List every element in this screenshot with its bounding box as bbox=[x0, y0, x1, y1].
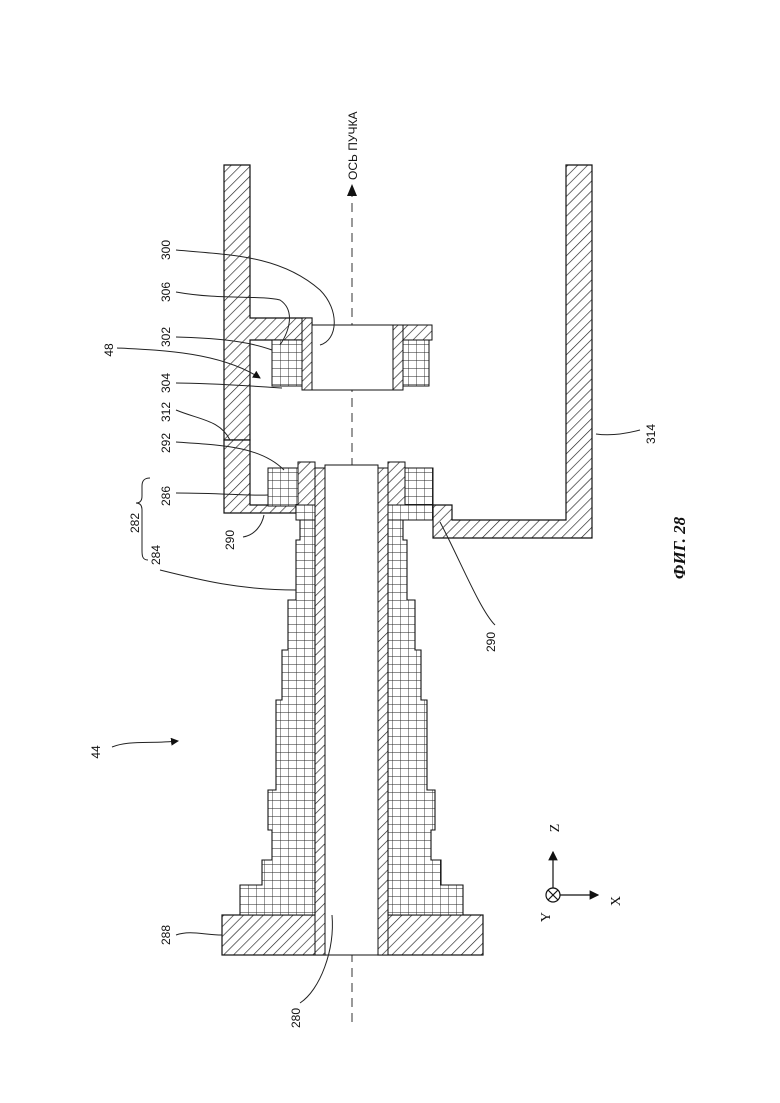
label-280: 280 bbox=[289, 1008, 303, 1028]
axis-label-z: Z bbox=[548, 824, 563, 833]
figure-caption: ФИГ. 28 bbox=[670, 516, 689, 579]
label-292: 292 bbox=[159, 433, 173, 453]
beam-axis-label: ОСЬ ПУЧКА bbox=[346, 112, 360, 180]
label-306: 306 bbox=[159, 282, 173, 302]
label-290-upper: 290 bbox=[223, 530, 237, 550]
label-300: 300 bbox=[159, 240, 173, 260]
axis-label-y: Y bbox=[539, 912, 554, 922]
label-312: 312 bbox=[159, 402, 173, 422]
inner-tube bbox=[315, 465, 388, 955]
label-288: 288 bbox=[159, 925, 173, 945]
label-48: 48 bbox=[102, 343, 116, 357]
label-286: 286 bbox=[159, 486, 173, 506]
right-housing bbox=[433, 165, 592, 538]
label-290-lower: 290 bbox=[484, 632, 498, 652]
label-282: 282 bbox=[128, 513, 142, 533]
coordinate-axes bbox=[546, 852, 598, 902]
label-284: 284 bbox=[149, 545, 163, 565]
vacuum-wall-left bbox=[224, 165, 312, 513]
label-314: 314 bbox=[644, 424, 658, 444]
label-302: 302 bbox=[159, 327, 173, 347]
label-304: 304 bbox=[159, 373, 173, 393]
label-44: 44 bbox=[89, 745, 103, 759]
axis-label-x: X bbox=[609, 896, 624, 906]
